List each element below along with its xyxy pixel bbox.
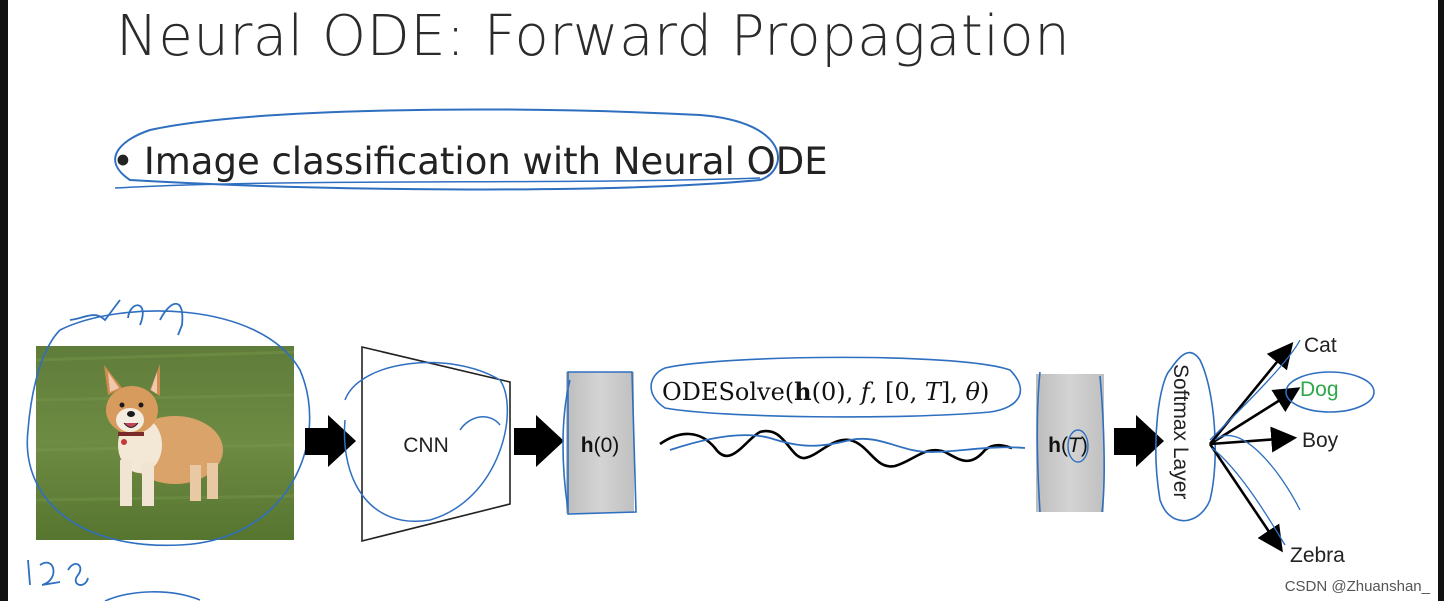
arrow-to-zebra [1208,443,1283,553]
left-edge-bar [0,0,8,601]
h0-ink-outline [562,371,637,515]
hT-ink-circle [1067,429,1089,463]
arrow-3 [1114,415,1164,467]
arrow-to-cat [1208,341,1294,445]
ode-trajectory-blue [669,434,1026,453]
cnn-ink-scribble [343,361,509,522]
right-edge-bar [1438,0,1444,601]
h0-block [566,372,634,513]
odesolve-label: ODESolve(h(0), f, [0, T], θ) [662,377,989,406]
odesolve-ink-ellipse [650,356,1022,418]
handwritten-224 [69,299,184,336]
handwritten-scribble-bottom [104,591,201,601]
ode-trajectory-black [659,429,1013,468]
slide-title: Neural ODE: Forward Propagation [116,4,1071,69]
bullet-ink-underline [114,177,761,189]
handwritten-128 [27,559,89,586]
dog-class-ink-circle [1285,371,1375,413]
class-label-dog: Dog [1300,378,1339,401]
hT-ink-outline [1036,371,1105,513]
bullet-text: Image classification with Neural ODE [143,140,828,183]
dog-photo [35,346,295,540]
class-arrows [1208,339,1301,553]
h0-label: h(0) [581,434,620,457]
bullet-item: •Image classification with Neural ODE [112,140,828,183]
arrow-2 [514,415,564,467]
softmax-label: Softmax Layer [1169,364,1192,499]
hT-label: h(T) [1048,434,1088,457]
csdn-watermark: CSDN @Zhuanshan_ [1284,578,1430,595]
softmax-ink-outline [1155,351,1216,522]
class-label-cat: Cat [1304,334,1337,357]
arrow-to-boy [1209,426,1298,453]
class-label-zebra: Zebra [1290,544,1345,567]
class-label-boy: Boy [1302,429,1339,452]
cnn-block [361,345,511,543]
arrow-1 [305,415,356,467]
cnn-label: CNN [403,434,449,457]
class-arrows-ink [1209,339,1301,546]
hT-block [1036,374,1104,512]
dog-ink-circle [26,310,311,547]
bullet-ink-ellipse [114,108,779,191]
